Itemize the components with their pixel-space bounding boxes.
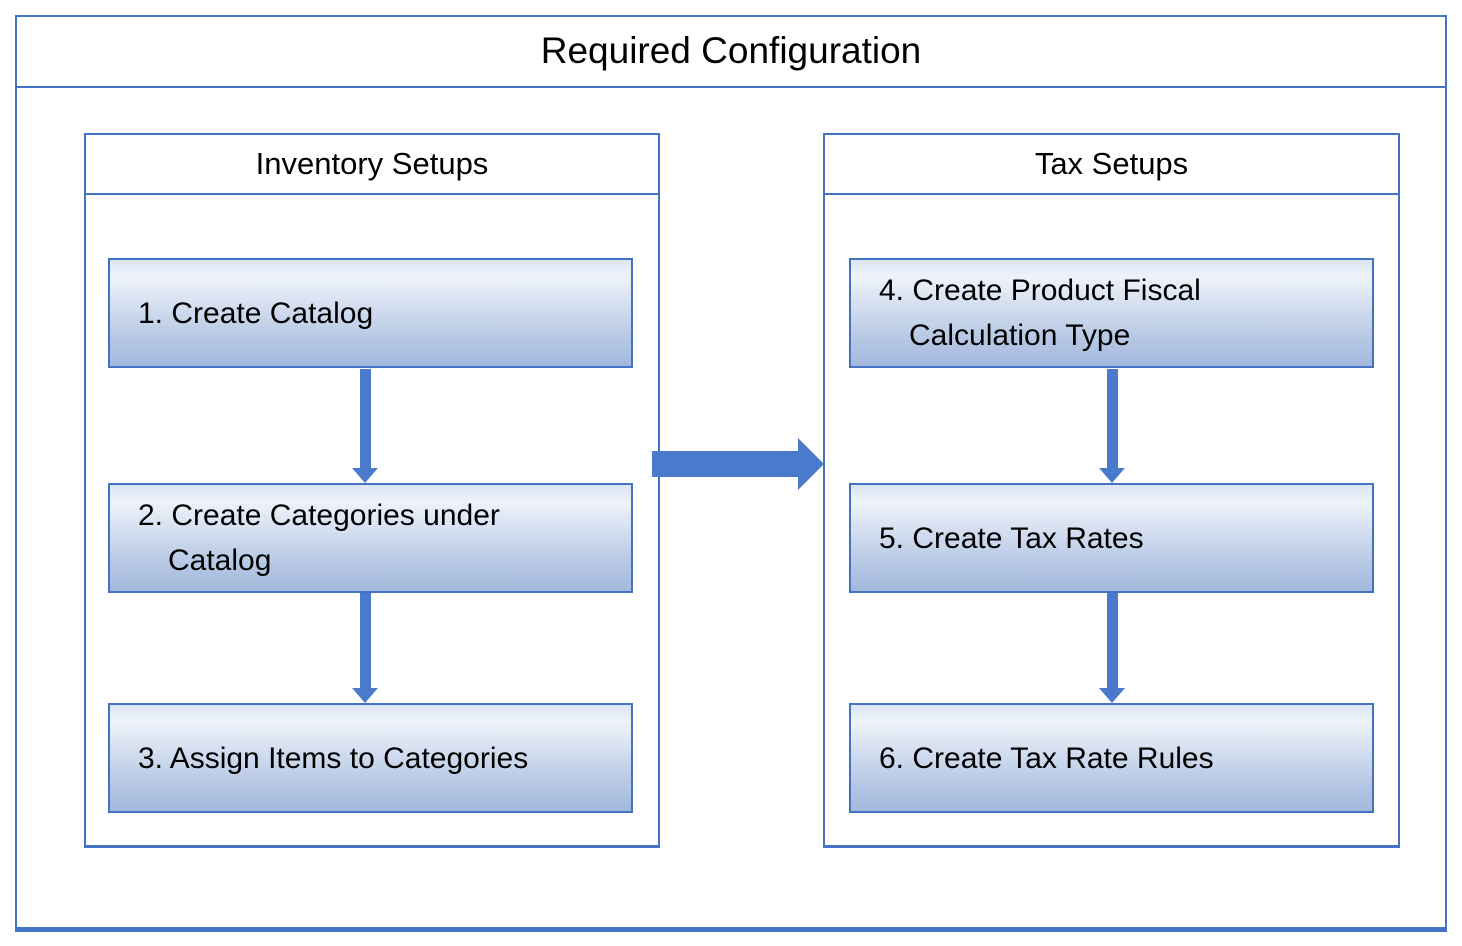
step-box-product-fiscal-type: 4. Create Product Fiscal Calculation Typ…	[849, 258, 1374, 368]
step-box-create-categories: 2. Create Categories under Catalog	[108, 483, 633, 593]
tax-setups-header: Tax Setups	[825, 135, 1398, 195]
step-box-create-tax-rate-rules: 6. Create Tax Rate Rules	[849, 703, 1374, 813]
down-arrow-icon	[1099, 593, 1125, 703]
outer-frame	[15, 15, 1447, 932]
step-label: 1. Create Catalog	[138, 296, 374, 330]
step-box-assign-items: 3. Assign Items to Categories	[108, 703, 633, 813]
arrow-head	[1099, 688, 1125, 703]
arrow-head	[352, 688, 378, 703]
step-label: 4. Create Product Fiscal Calculation Typ…	[879, 274, 1201, 352]
tax-setups-panel: Tax Setups	[823, 133, 1400, 848]
title-band: Required Configuration	[15, 15, 1447, 88]
step-box-create-catalog: 1. Create Catalog	[108, 258, 633, 368]
down-arrow-icon	[352, 593, 378, 703]
inventory-setups-header: Inventory Setups	[86, 135, 658, 195]
arrow-head	[1099, 468, 1125, 483]
arrow-shaft	[359, 593, 371, 688]
arrow-shaft	[359, 369, 371, 468]
group-title: Tax Setups	[1034, 146, 1189, 181]
right-arrow-icon	[652, 438, 824, 490]
step-label: 6. Create Tax Rate Rules	[879, 741, 1214, 775]
inventory-setups-panel: Inventory Setups	[84, 133, 660, 848]
page-title: Required Configuration	[540, 29, 922, 71]
arrow-shaft	[1106, 593, 1118, 688]
group-title: Inventory Setups	[255, 146, 489, 181]
arrow-shaft	[1106, 369, 1118, 468]
down-arrow-icon	[1099, 369, 1125, 483]
step-label: 2. Create Categories under Catalog	[138, 499, 500, 577]
step-label: 5. Create Tax Rates	[879, 521, 1144, 555]
arrow-head	[798, 438, 824, 490]
step-label: 3. Assign Items to Categories	[138, 741, 529, 775]
arrow-shaft	[652, 451, 798, 477]
step-box-create-tax-rates: 5. Create Tax Rates	[849, 483, 1374, 593]
down-arrow-icon	[352, 369, 378, 483]
arrow-head	[352, 468, 378, 483]
